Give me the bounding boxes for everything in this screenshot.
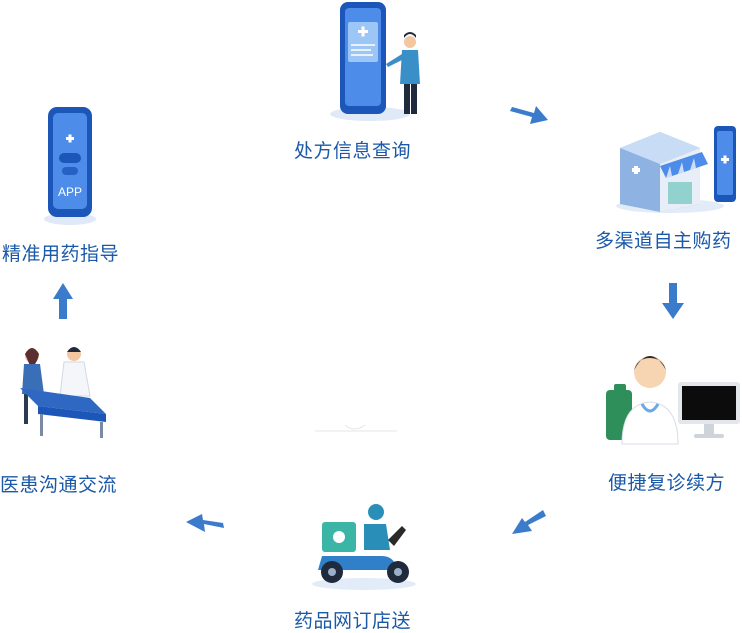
- pharmacy-store-icon: [610, 118, 738, 214]
- step-revisit: 便捷复诊续方: [600, 346, 742, 496]
- step-guidance: APP 精准用药指导: [0, 105, 140, 265]
- arrow-down-icon: [662, 283, 684, 319]
- step-prescription: 处方信息查询: [294, 0, 440, 165]
- doctor-patient-desk-icon: [10, 340, 110, 440]
- step-label: 医患沟通交流: [0, 474, 118, 496]
- arrow-right-down-icon: [510, 100, 550, 126]
- step-communication: 医患沟通交流: [0, 340, 140, 500]
- step-label: 药品网订店送: [294, 610, 412, 632]
- step-label: 多渠道自主购药: [595, 230, 732, 252]
- arrow-down-left-icon: [510, 510, 548, 538]
- step-delivery: 药品网订店送: [290, 500, 440, 632]
- app-phone-icon: APP: [40, 105, 100, 227]
- step-label: 精准用药指导: [2, 243, 120, 265]
- step-label: 便捷复诊续方: [608, 472, 726, 494]
- center-decoration: [305, 405, 405, 435]
- app-text: APP: [57, 185, 82, 199]
- step-purchase: 多渠道自主购药: [590, 118, 742, 253]
- delivery-scooter-icon: [302, 500, 426, 592]
- phone-with-person-icon: [318, 0, 438, 122]
- step-label: 处方信息查询: [294, 140, 412, 162]
- arrow-up-icon: [53, 283, 73, 319]
- arrow-left-icon: [186, 514, 224, 538]
- doctor-computer-icon: [600, 346, 742, 446]
